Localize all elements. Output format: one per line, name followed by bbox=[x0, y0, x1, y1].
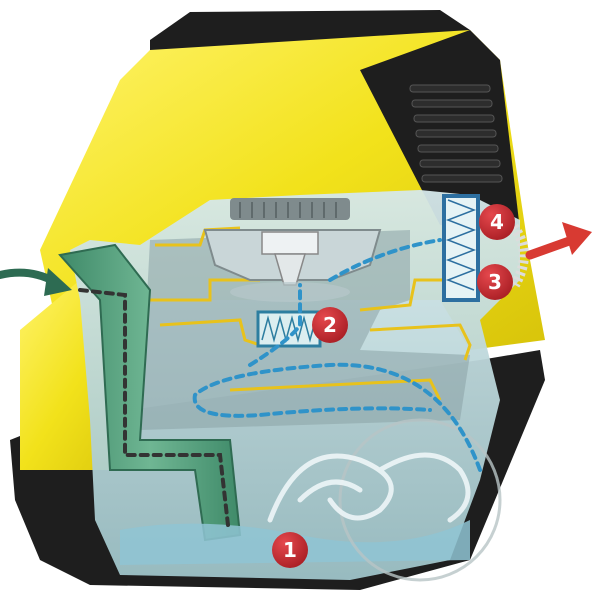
callout-4: 4 bbox=[479, 204, 515, 240]
wheel bbox=[338, 418, 502, 582]
vent-slots bbox=[409, 84, 503, 183]
exhaust-filter bbox=[442, 194, 480, 302]
callout-1: 1 bbox=[272, 532, 308, 568]
frame-lines bbox=[150, 226, 472, 401]
exhaust-arrow bbox=[525, 222, 592, 260]
intake-arrow bbox=[0, 268, 72, 296]
motor-fan bbox=[203, 198, 382, 302]
fine-filter bbox=[256, 310, 322, 348]
callout-label: 4 bbox=[490, 210, 504, 234]
water-swirl bbox=[267, 452, 471, 523]
callout-label: 3 bbox=[488, 270, 502, 294]
airflow-path-blue bbox=[192, 238, 482, 472]
callout-label: 1 bbox=[283, 538, 297, 562]
callout-label: 2 bbox=[323, 313, 337, 337]
callout-3: 3 bbox=[477, 264, 513, 300]
callout-2: 2 bbox=[312, 307, 348, 343]
airflow-path-dark bbox=[78, 288, 230, 527]
